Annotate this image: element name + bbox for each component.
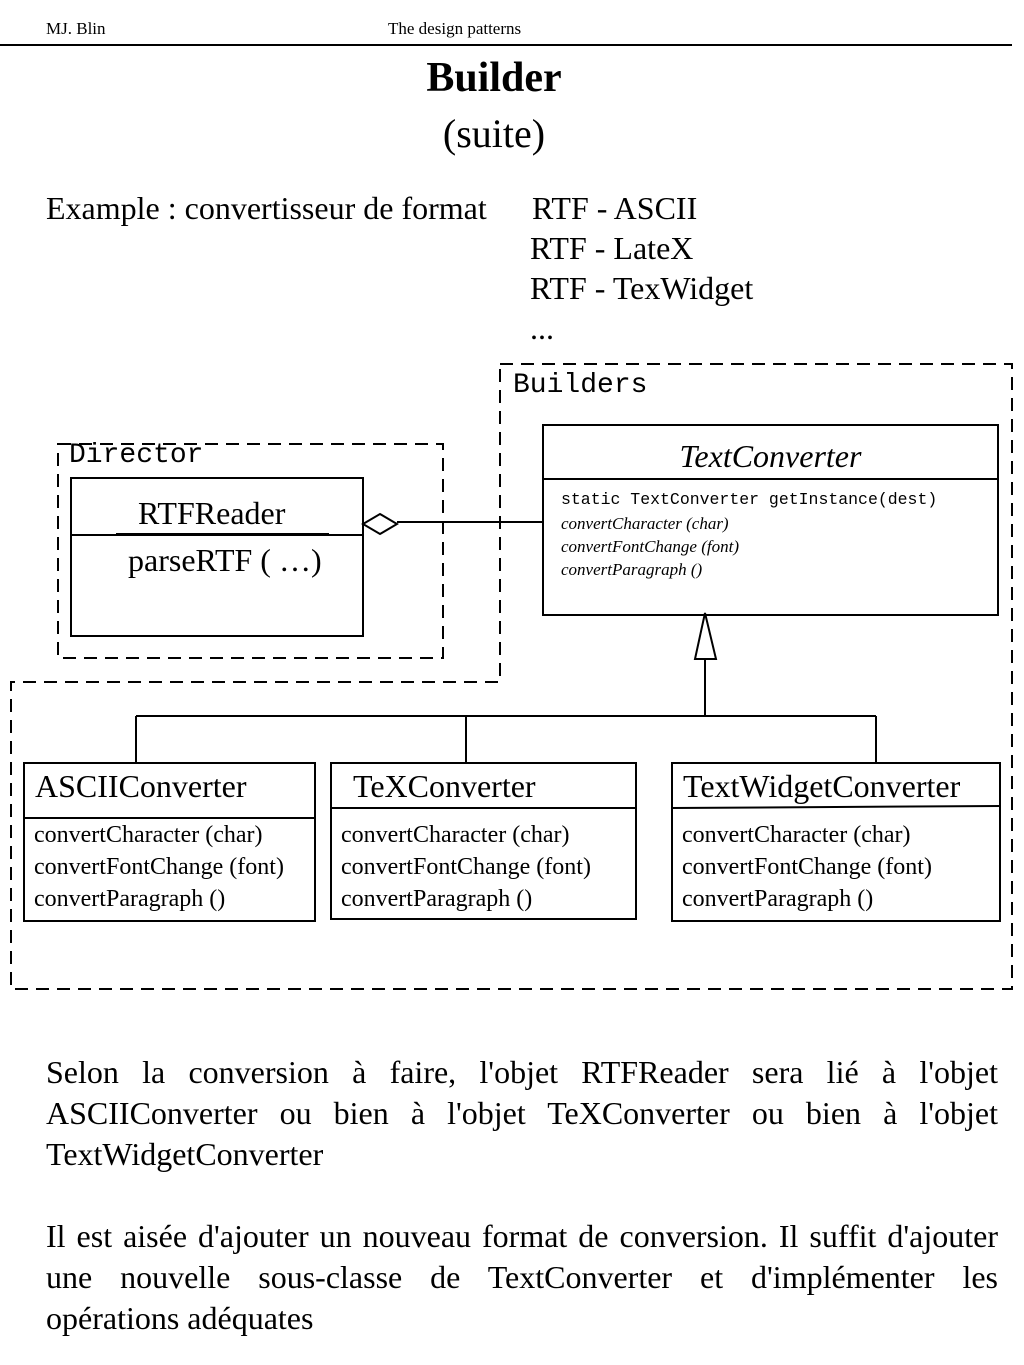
example-format-1: RTF - ASCII [532, 190, 698, 226]
header-rule [0, 44, 1012, 46]
texconverter-box [330, 762, 637, 920]
rtfreader-operation: parseRTF ( …) [128, 542, 322, 578]
textconverter-static-operation: static TextConverter getInstance(dest) [561, 490, 938, 509]
aggregation-diamond [361, 512, 399, 536]
page-subtitle: (suite) [442, 111, 546, 156]
example-format-2: RTF - LateX [530, 230, 694, 266]
texconverter-operation-1: convertCharacter (char) [341, 822, 570, 848]
textconverter-operation-3: convertParagraph () [561, 560, 703, 579]
texconverter-class-name: TeXConverter [353, 768, 536, 804]
textconverter-operation-2: convertFontChange (font) [561, 537, 739, 556]
example-label: Example : convertisseur de format [46, 190, 487, 226]
example-format-3: RTF - TexWidget [530, 270, 754, 306]
textwidgetconverter-operation-3: convertParagraph () [682, 886, 874, 912]
asciiconverter-operation-2: convertFontChange (font) [34, 854, 284, 880]
texconverter-operation-2: convertFontChange (font) [341, 854, 591, 880]
director-package-boundary [57, 443, 444, 659]
director-package-label: Director [69, 440, 204, 471]
builders-package-boundary [10, 363, 1013, 990]
header-course: The design patterns [388, 19, 522, 38]
textwidgetconverter-operation-1: convertCharacter (char) [682, 822, 911, 848]
textconverter-box [542, 424, 999, 616]
textconverter-operation-1: convertCharacter (char) [561, 514, 729, 533]
textwidgetconverter-operation-2: convertFontChange (font) [682, 854, 932, 880]
textwidgetconverter-class-name: TextWidgetConverter [683, 768, 961, 804]
paragraph-extension: Il est aisée d'ajouter un nouveau format… [46, 1218, 998, 1336]
asciiconverter-class-name: ASCIIConverter [35, 768, 247, 804]
builders-package-label: Builders [513, 370, 648, 401]
example-format-more: ... [530, 310, 554, 346]
textwidgetconverter-divider [671, 805, 1001, 809]
page-title: Builder [426, 55, 562, 101]
asciiconverter-operation-1: convertCharacter (char) [34, 822, 263, 848]
inheritance-triangle [693, 612, 718, 660]
paragraph-explanation: Selon la conversion à faire, l'objet RTF… [46, 1054, 998, 1172]
textconverter-class-name: TextConverter [679, 438, 862, 474]
textwidgetconverter-box [671, 762, 1001, 922]
asciiconverter-box [23, 762, 316, 922]
rtfreader-box [70, 477, 364, 637]
texconverter-operation-3: convertParagraph () [341, 886, 533, 912]
header-author: MJ. Blin [46, 19, 106, 38]
rtfreader-class-name: RTFReader [138, 495, 286, 531]
asciiconverter-operation-3: convertParagraph () [34, 886, 226, 912]
